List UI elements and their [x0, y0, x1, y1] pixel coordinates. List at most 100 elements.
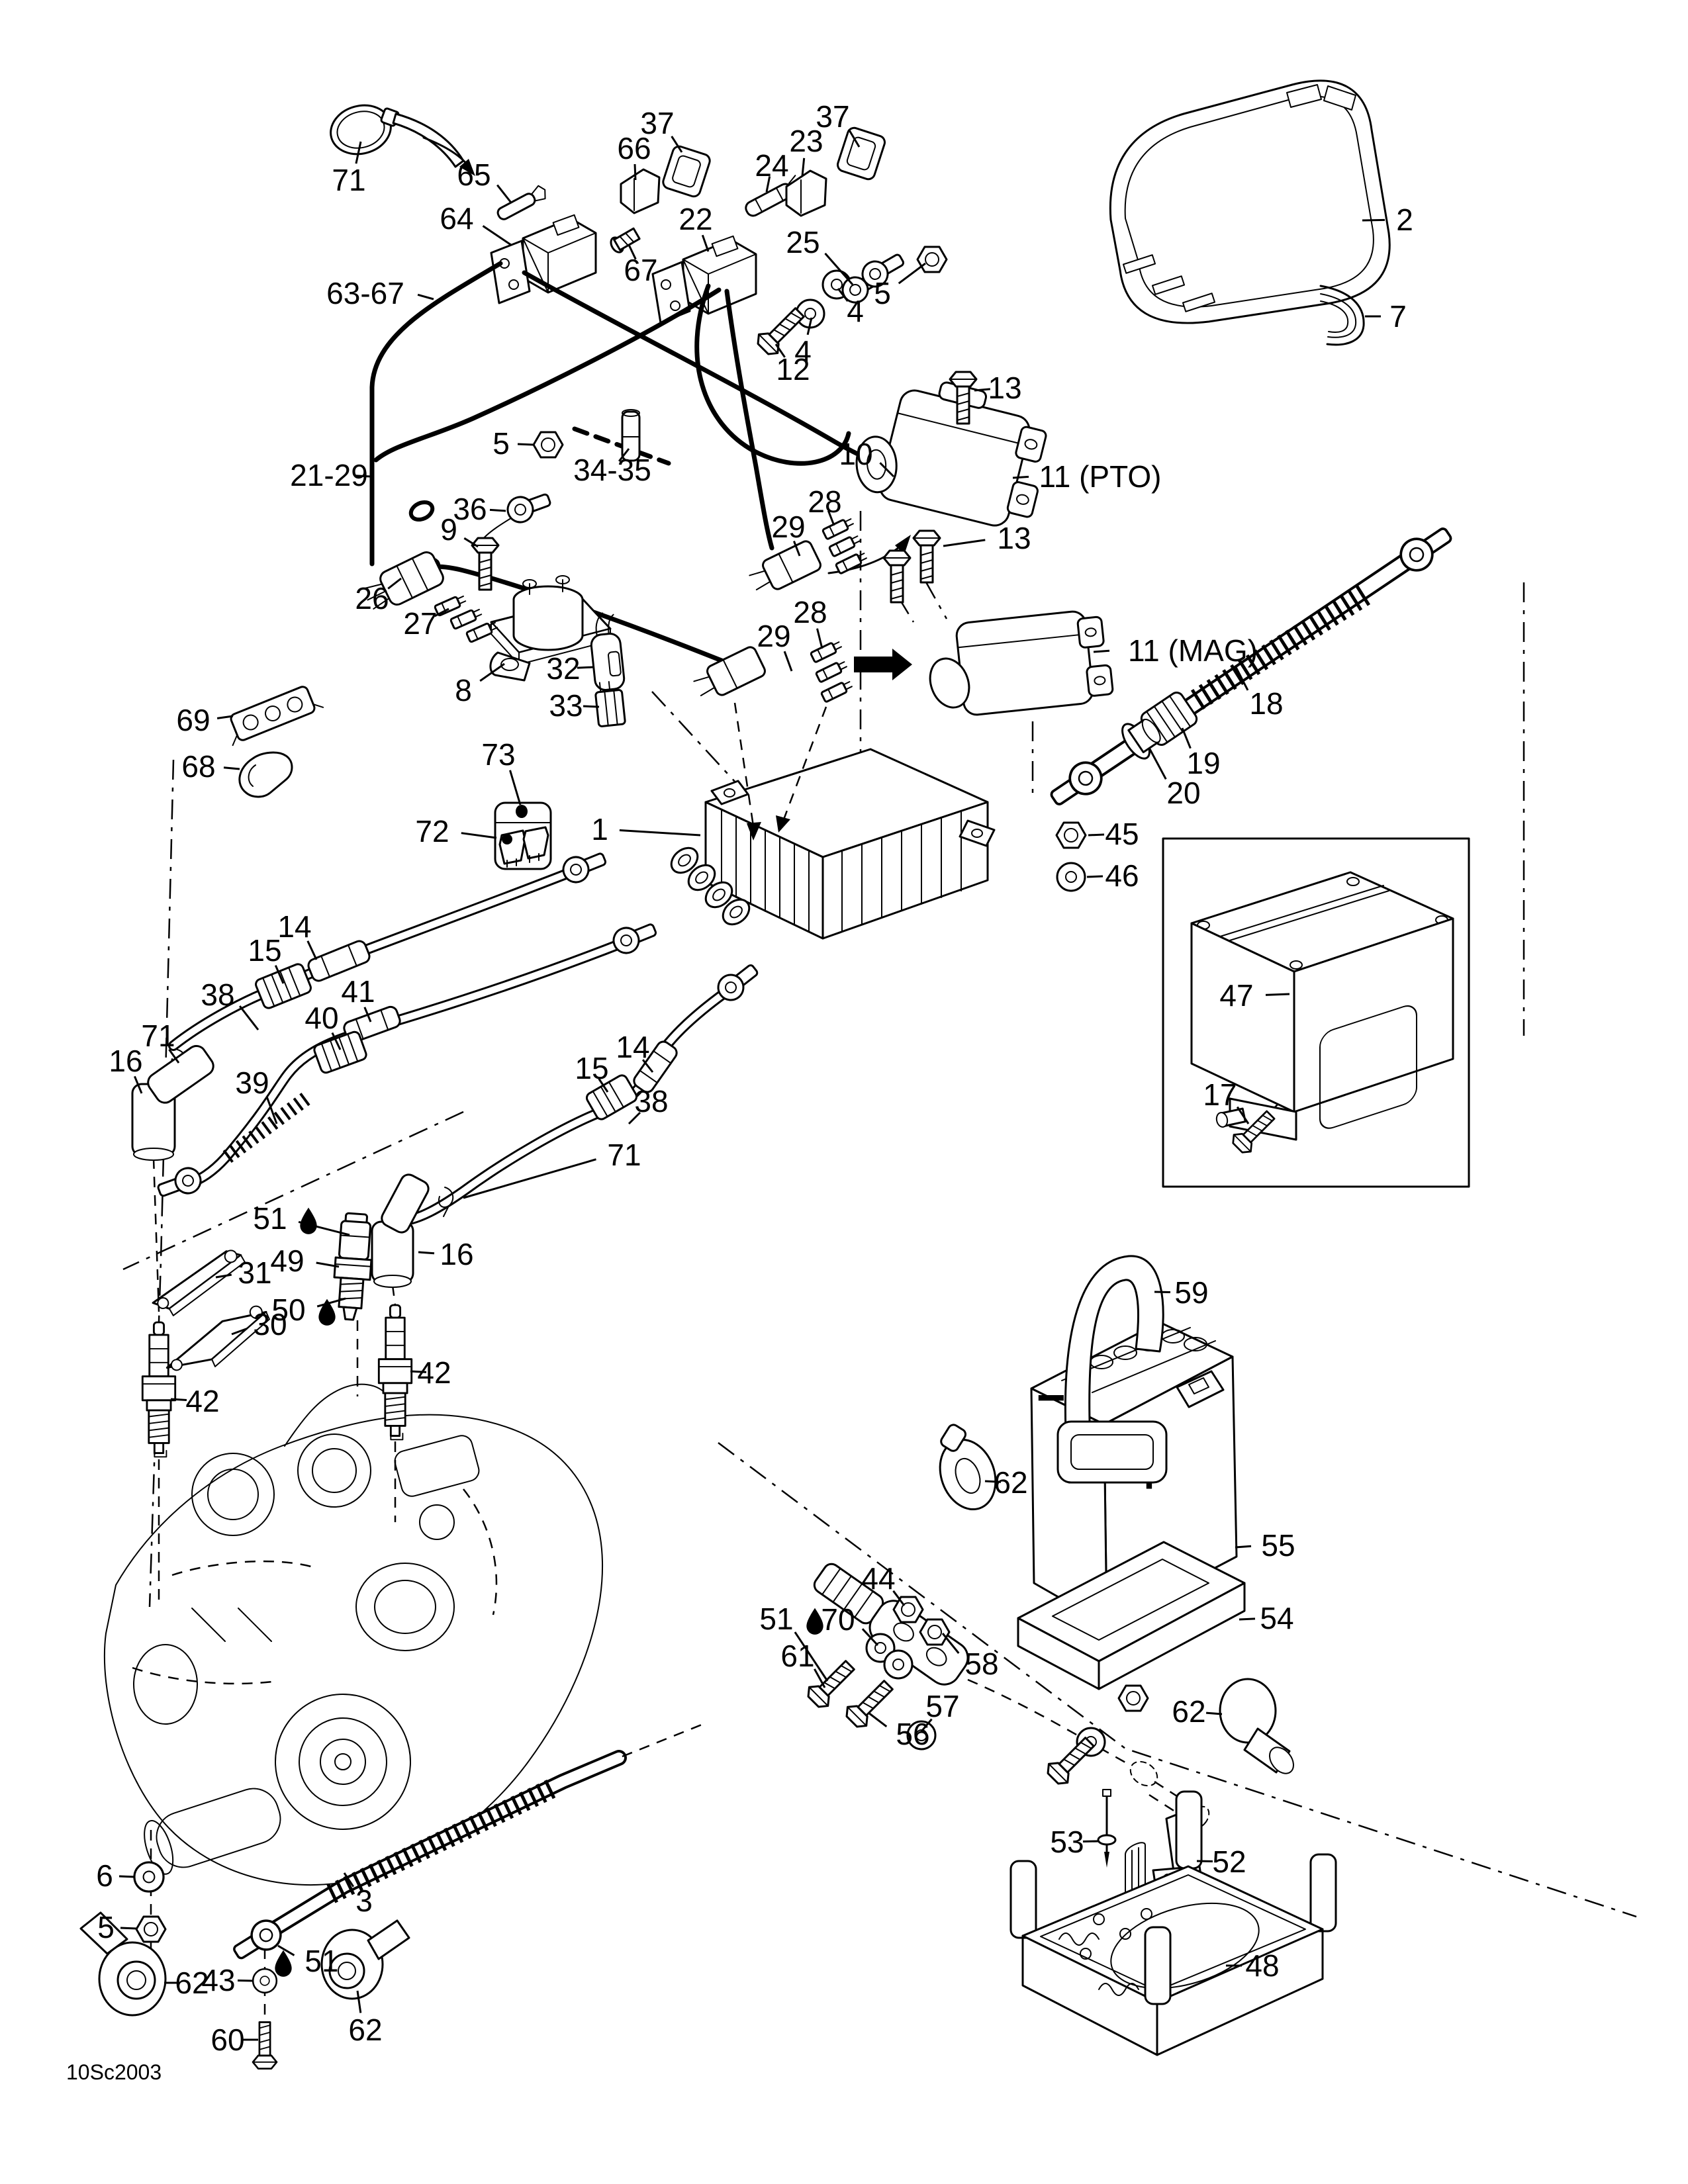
callout-2: 2 — [1362, 203, 1413, 237]
callout-11-pto-: 11 (PTO) — [1012, 459, 1161, 494]
cable-tie — [330, 104, 465, 168]
callout-28: 28 — [808, 484, 842, 526]
clamp-69 — [230, 686, 324, 747]
leader-line — [215, 1273, 232, 1279]
callout-label: 64 — [440, 201, 473, 236]
engine — [103, 1383, 604, 1886]
terminal-boot-62 — [939, 1424, 997, 1511]
leader-line — [1154, 1291, 1171, 1293]
leader-line — [509, 770, 522, 805]
callout-28: 28 — [793, 595, 827, 649]
bushing-20 — [1121, 719, 1161, 760]
callout-47: 47 — [1219, 978, 1290, 1013]
callout-41: 41 — [341, 974, 375, 1023]
callout-label: 16 — [109, 1044, 142, 1078]
callout-label: 21-29 — [290, 458, 368, 492]
washer-46 — [1056, 862, 1086, 892]
leader-line — [816, 628, 823, 649]
leader-line — [1148, 747, 1167, 780]
leader-line — [824, 252, 854, 285]
callout-53: 53 — [1050, 1825, 1100, 1859]
callout-12: 12 — [774, 343, 810, 387]
callout-40: 40 — [305, 1001, 342, 1050]
leader-line — [868, 1711, 888, 1727]
callout-label: 13 — [997, 521, 1031, 555]
washer-70 — [883, 1649, 914, 1680]
callout-3: 3 — [343, 1872, 373, 1918]
nut-44 — [892, 1596, 924, 1623]
callout-label: 26 — [355, 581, 389, 615]
leader-line — [461, 832, 497, 839]
callout-48: 48 — [1226, 1948, 1280, 1983]
leader-line — [482, 225, 512, 246]
voltage-regulator — [670, 702, 996, 940]
callout-label: 30 — [253, 1307, 287, 1342]
leader-line — [496, 184, 512, 203]
callout-label: 28 — [808, 484, 841, 519]
callout-51: 51 — [759, 1602, 829, 1682]
bracket-30 — [165, 1305, 270, 1371]
callout-label: 14 — [277, 909, 311, 944]
spark-cable-middle — [154, 916, 661, 1205]
bolt-13 — [882, 549, 912, 604]
callout-label: 37 — [640, 106, 674, 140]
leader-line — [628, 1111, 641, 1125]
callout-66: 66 — [617, 131, 651, 181]
grommet-23 — [785, 169, 827, 217]
callout-label: 10 — [839, 437, 872, 471]
leader-line — [814, 1668, 826, 1688]
callout-label: 45 — [1105, 817, 1139, 851]
leader-line — [920, 1718, 933, 1732]
leader-line — [170, 1398, 187, 1401]
boot-37-right — [837, 126, 886, 181]
callout-label: 24 — [755, 148, 788, 183]
connector-22 — [651, 235, 757, 324]
battery-pad-54 — [1017, 1541, 1246, 1690]
callout-label: 38 — [634, 1084, 668, 1118]
clamp-68 — [238, 751, 293, 798]
callout-label: 62 — [994, 1465, 1027, 1500]
temp-sensor — [333, 1212, 373, 1321]
bracket-31 — [152, 1250, 246, 1316]
callout-51: 51 — [275, 1944, 339, 1978]
callout-label: 29 — [757, 619, 790, 653]
leader-line — [1181, 727, 1192, 749]
nut-58 — [1117, 1684, 1149, 1712]
callout-label: 25 — [786, 225, 820, 259]
callout-label: 4 — [794, 334, 812, 369]
callout-label: 15 — [248, 933, 281, 968]
callout-label: 34-35 — [573, 453, 651, 487]
leader-line — [898, 262, 926, 285]
callout-71: 71 — [463, 1138, 641, 1199]
grommet-66 — [620, 168, 661, 214]
callout-6: 6 — [96, 1858, 136, 1893]
callout-label: 5 — [97, 1910, 115, 1944]
callout-29: 29 — [771, 510, 806, 557]
connector-29 — [693, 646, 766, 697]
callout-label: 22 — [679, 202, 712, 236]
leader-line — [231, 1328, 248, 1336]
leader-line — [827, 510, 835, 526]
leader-line — [316, 1297, 346, 1308]
callout-36: 36 — [453, 492, 506, 526]
callout-72: 72 — [415, 814, 497, 848]
callout-label: 8 — [455, 673, 472, 707]
callout-label: 23 — [789, 124, 823, 158]
callout-51: 51 — [253, 1201, 350, 1236]
oil-drop-icon — [275, 1950, 292, 1977]
leader-line — [861, 1628, 879, 1647]
callout-8: 8 — [455, 662, 505, 707]
callout-43: 43 — [201, 1963, 254, 1997]
callout-17: 17 — [1203, 1077, 1250, 1124]
callout-15: 15 — [248, 933, 285, 984]
leader-line — [974, 388, 991, 392]
leader-line — [837, 288, 849, 302]
bolt-56 — [841, 1674, 899, 1732]
callout-5: 5 — [874, 262, 926, 310]
callout-62: 62 — [348, 1990, 383, 2047]
callout-label: 67 — [624, 253, 657, 287]
connector-26 — [363, 551, 444, 610]
leader-line — [783, 651, 793, 672]
